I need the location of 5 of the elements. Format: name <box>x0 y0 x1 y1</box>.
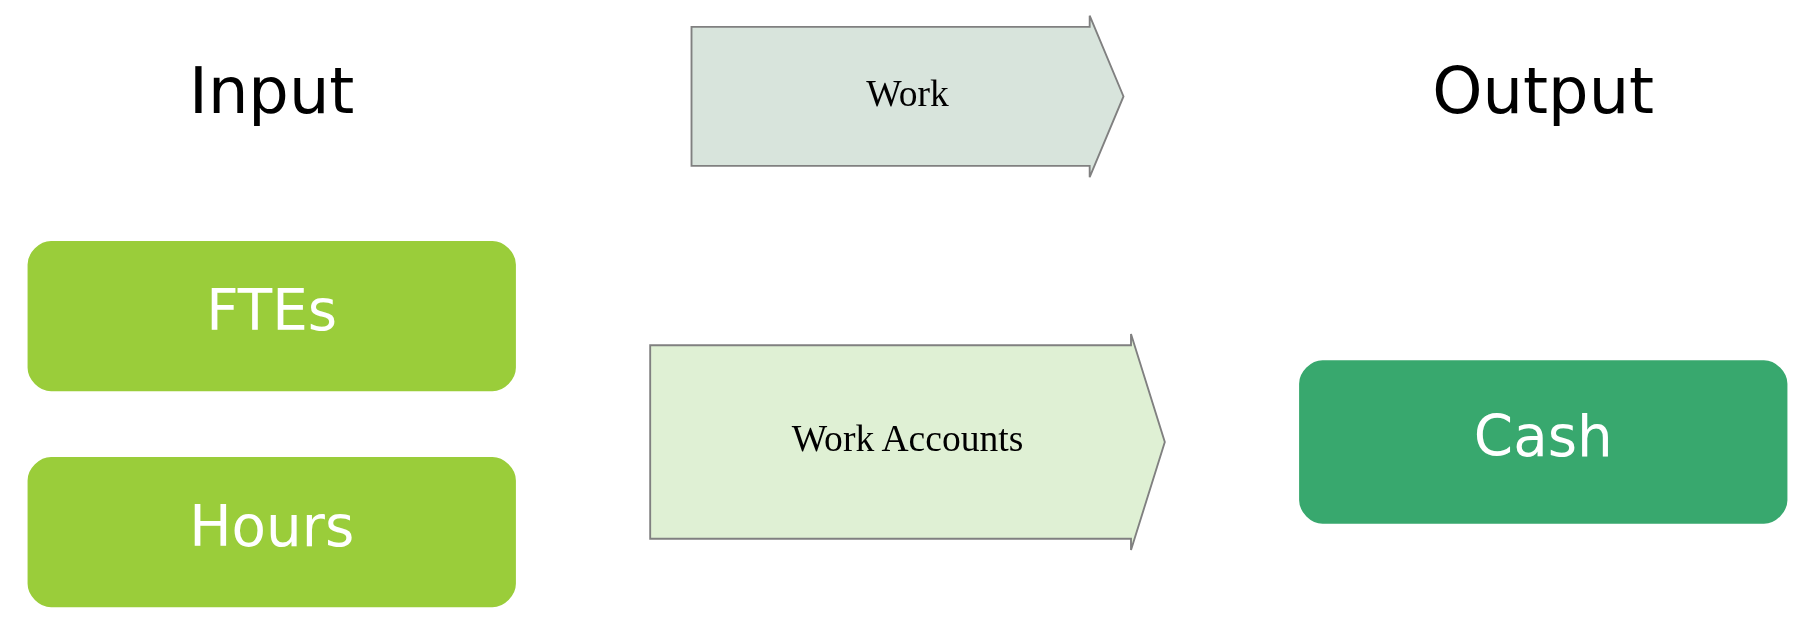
node-box: FTEs <box>27 241 516 392</box>
label: Input <box>188 53 354 128</box>
node-box: Cash <box>1298 360 1787 524</box>
node-box: Hours <box>27 457 516 608</box>
label: Output <box>1431 53 1654 128</box>
